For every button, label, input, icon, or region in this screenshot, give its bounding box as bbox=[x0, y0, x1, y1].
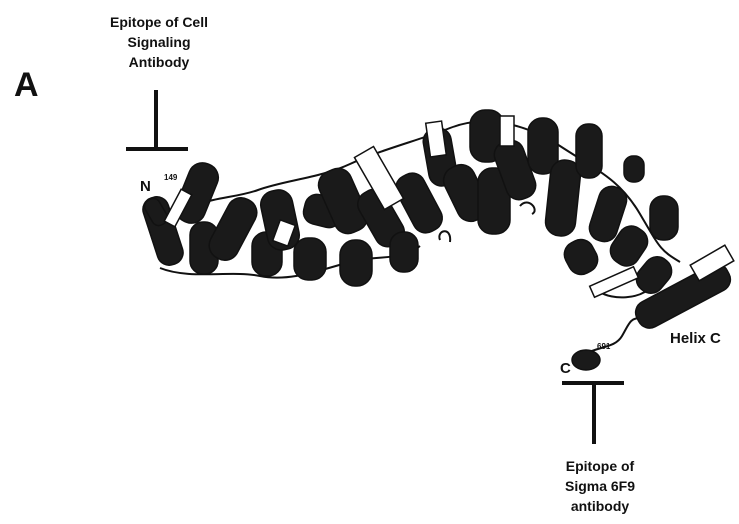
c-terminus-label: C bbox=[560, 360, 571, 377]
n-terminus-label: N bbox=[140, 178, 151, 195]
cell-signaling-epitope-line: Antibody bbox=[84, 52, 234, 72]
sigma-epitope-line: antibody bbox=[540, 496, 660, 516]
cell-signaling-epitope-line: Signaling bbox=[84, 32, 234, 52]
cell-signaling-epitope-line: Epitope of Cell bbox=[84, 12, 234, 32]
sigma-epitope-line: Epitope of bbox=[540, 456, 660, 476]
sigma-epitope-line: Sigma 6F9 bbox=[540, 476, 660, 496]
cell-signaling-epitope-marker bbox=[126, 90, 188, 149]
sigma-6f9-epitope-marker bbox=[562, 383, 624, 444]
sigma-epitope-label: Epitope of Sigma 6F9 antibody bbox=[540, 456, 660, 516]
panel-letter: A bbox=[14, 66, 39, 105]
n-terminus-residue: 149 bbox=[164, 173, 177, 182]
cell-signaling-epitope-label: Epitope of Cell Signaling Antibody bbox=[84, 12, 234, 72]
c-terminus-residue: 691 bbox=[597, 342, 610, 351]
helix-c-label: Helix C bbox=[670, 330, 721, 347]
